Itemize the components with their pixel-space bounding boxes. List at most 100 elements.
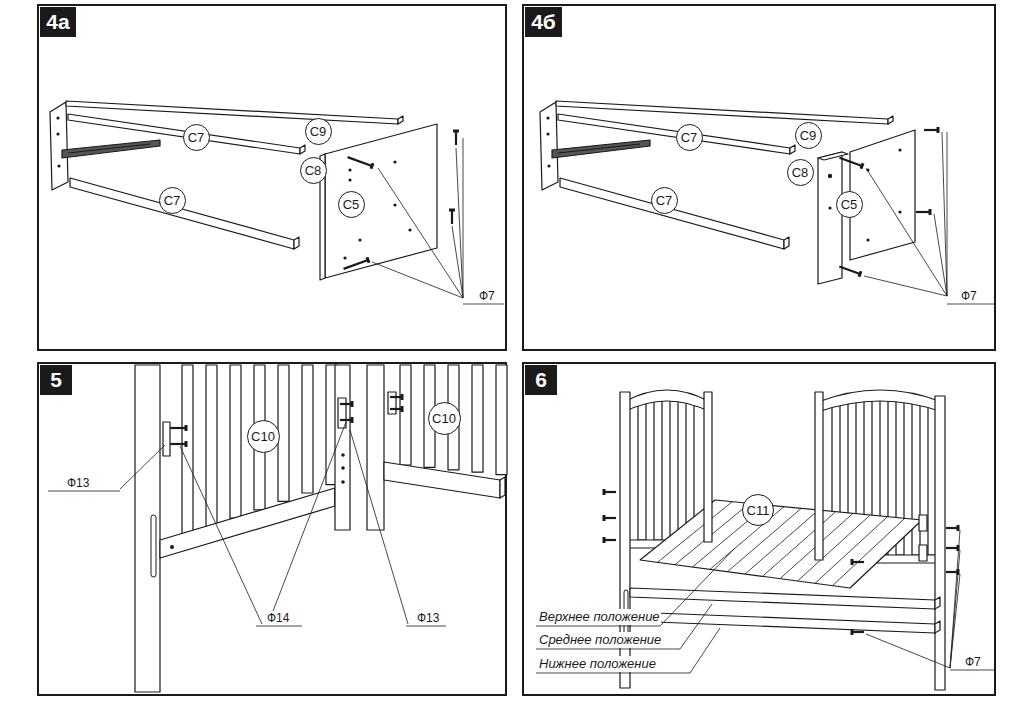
line-art <box>62 140 160 158</box>
fastener-code: Ф7 <box>964 655 982 669</box>
panel-frame <box>38 5 506 350</box>
line-art <box>935 396 945 690</box>
leader-line <box>536 649 680 650</box>
line-art <box>630 588 935 609</box>
line-art <box>935 597 940 609</box>
fastener-code: Ф13 <box>416 611 440 625</box>
line-art <box>919 545 927 561</box>
leader-line <box>536 673 690 674</box>
leader-line <box>934 214 947 296</box>
hole <box>358 238 361 241</box>
part-callout: C8 <box>787 159 814 186</box>
position-label: Среднее положение <box>538 632 662 648</box>
screw <box>946 527 958 529</box>
screw <box>185 441 188 447</box>
screw <box>852 561 864 563</box>
line-art <box>496 365 507 475</box>
screw <box>390 396 402 398</box>
panel-frame <box>523 363 995 695</box>
post-slot <box>151 515 156 577</box>
line-art <box>540 102 558 190</box>
part-name: C11 <box>747 503 770 518</box>
leader-line <box>947 132 948 296</box>
screw <box>946 571 958 573</box>
part-name: C8 <box>305 163 322 178</box>
screw <box>924 129 938 131</box>
screw <box>344 260 368 269</box>
line-art <box>338 398 346 428</box>
line-art <box>935 621 940 633</box>
hole <box>898 210 901 213</box>
line-art <box>160 488 335 558</box>
hole <box>341 480 345 484</box>
leader-line <box>866 168 947 296</box>
screw <box>929 209 932 215</box>
line-art <box>50 102 68 190</box>
line-art <box>398 116 403 124</box>
drawer-slide <box>68 144 150 153</box>
part-callout: C10 <box>247 420 280 453</box>
line-art <box>630 612 935 633</box>
leader-line <box>690 628 720 673</box>
leader-line <box>463 138 464 298</box>
part-callout: C5 <box>338 191 365 218</box>
hole <box>341 453 345 457</box>
screw <box>451 210 453 224</box>
hole <box>341 466 345 470</box>
part-callout: C5 <box>836 191 863 218</box>
part-name: C7 <box>164 193 181 208</box>
screw <box>937 127 940 133</box>
screw <box>604 517 616 519</box>
line-art <box>818 390 942 412</box>
part-name: C8 <box>792 165 809 180</box>
fastener-code: Ф7 <box>478 289 496 303</box>
part-callout: C7 <box>183 124 210 151</box>
screw <box>170 443 186 445</box>
screw <box>449 209 455 212</box>
screw <box>348 157 372 166</box>
leader-line <box>406 626 446 627</box>
step-number-text: 4б <box>531 10 556 34</box>
line-art <box>815 392 823 560</box>
line-art <box>278 365 289 501</box>
screw <box>946 547 958 549</box>
panel-frame <box>523 5 995 350</box>
part-name: C9 <box>310 124 327 139</box>
screw <box>851 559 854 565</box>
screw <box>852 631 864 633</box>
leader-line <box>950 530 960 668</box>
screw <box>371 163 373 169</box>
part-callout: C7 <box>651 187 678 214</box>
part-name: C10 <box>251 429 275 444</box>
hole <box>393 203 396 206</box>
line-art <box>230 365 241 518</box>
part-name: C7 <box>188 130 205 145</box>
line-art <box>70 178 294 249</box>
screw <box>839 266 860 274</box>
leader-line <box>660 548 735 626</box>
line-art <box>302 365 313 493</box>
part-callout: C9 <box>305 118 332 145</box>
line-art <box>654 400 662 540</box>
part-name: C10 <box>432 411 456 426</box>
screw <box>351 417 354 423</box>
hole <box>343 256 346 259</box>
screw <box>851 629 854 635</box>
line-art <box>704 392 712 542</box>
screw <box>401 394 404 400</box>
line-art <box>640 500 922 588</box>
part-name: C9 <box>800 128 817 143</box>
bed-slat <box>658 502 733 563</box>
step-number: 4б <box>525 7 562 37</box>
part-name: C5 <box>841 197 858 212</box>
step-number: 5 <box>40 365 72 395</box>
leader-line <box>180 446 262 624</box>
bed-slat <box>833 518 905 585</box>
hole <box>57 164 60 167</box>
line-art <box>624 390 710 412</box>
screw <box>340 403 352 405</box>
step-number: 6 <box>525 365 557 395</box>
line-art <box>912 400 920 555</box>
